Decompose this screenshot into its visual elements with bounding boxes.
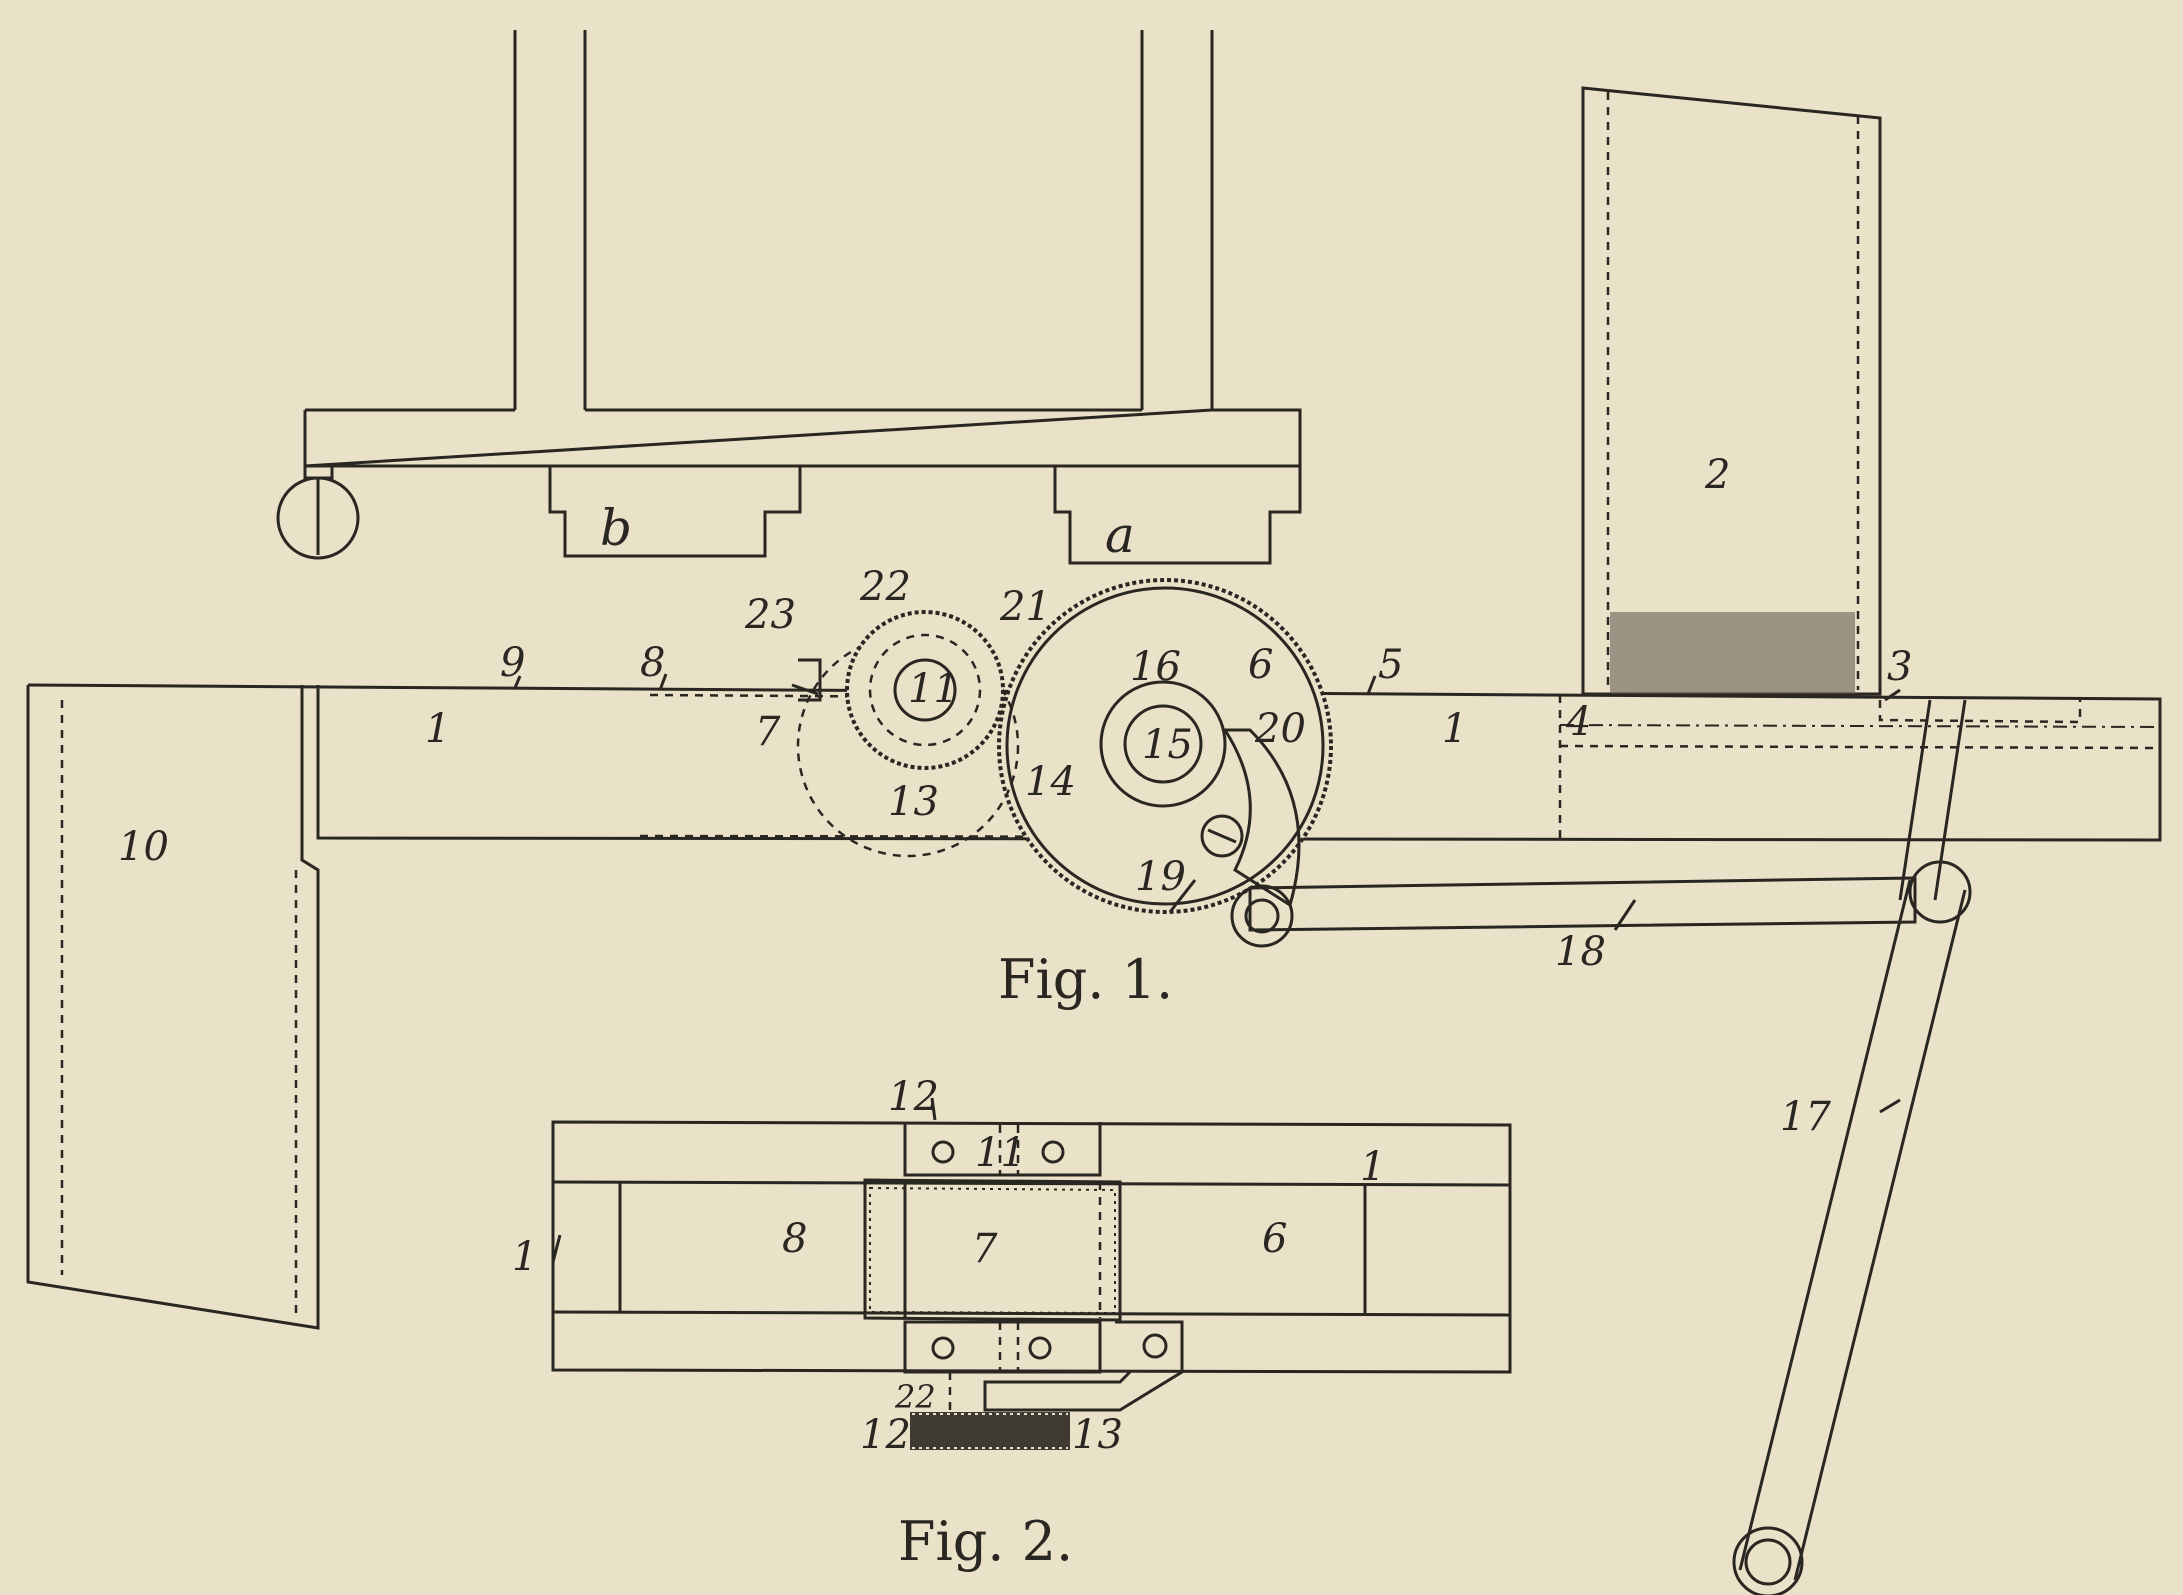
figure-1: 1 1 2 3 4 5 6 7 8 9 10 11 13 14 15 16 17… bbox=[26, 30, 2162, 1595]
label-11: 11 bbox=[908, 666, 959, 712]
figure-2: 1 1 6 7 8 11 12 12 13 22 Fig. 2. bbox=[512, 1074, 1512, 1573]
fig2-label-11: 11 bbox=[975, 1130, 1026, 1176]
label-20: 20 bbox=[1254, 706, 1306, 752]
label-2: 2 bbox=[1704, 452, 1730, 498]
label-17: 17 bbox=[1780, 1094, 1831, 1140]
fig2-label-22: 22 bbox=[894, 1378, 936, 1416]
gear-13 bbox=[796, 610, 1020, 858]
caption-fig-1: Fig. 1. bbox=[998, 948, 1173, 1011]
fig2-label-13: 13 bbox=[1072, 1412, 1123, 1458]
gear-14 bbox=[997, 578, 1333, 914]
label-15: 15 bbox=[1142, 722, 1193, 768]
hopper-grain bbox=[1610, 612, 1855, 694]
fig2-label-12-bottom: 12 bbox=[860, 1412, 911, 1458]
hopper bbox=[1581, 86, 1882, 696]
label-3: 3 bbox=[1887, 644, 1912, 690]
fig2-label-8: 8 bbox=[782, 1216, 807, 1262]
fig2-label-6: 6 bbox=[1262, 1216, 1287, 1262]
link-18 bbox=[1230, 876, 1917, 948]
left-leg bbox=[26, 685, 320, 1330]
label-21: 21 bbox=[999, 584, 1051, 630]
label-10: 10 bbox=[118, 824, 169, 870]
label-14: 14 bbox=[1025, 759, 1076, 805]
label-19: 19 bbox=[1135, 854, 1186, 900]
caption-fig-2: Fig. 2. bbox=[898, 1510, 1073, 1573]
label-18: 18 bbox=[1555, 929, 1606, 975]
label-13: 13 bbox=[888, 779, 939, 825]
main-beam bbox=[26, 683, 2162, 842]
fig2-label-1-right: 1 bbox=[1360, 1144, 1385, 1190]
label-6: 6 bbox=[1248, 642, 1273, 688]
label-5: 5 bbox=[1378, 642, 1403, 688]
label-7: 7 bbox=[755, 709, 781, 755]
fig2-label-7: 7 bbox=[972, 1226, 998, 1272]
label-9: 9 bbox=[500, 640, 525, 686]
fig2-label-12-top: 12 bbox=[888, 1074, 939, 1120]
label-8: 8 bbox=[640, 640, 665, 686]
label-a: a bbox=[1105, 506, 1135, 564]
overhead-carriage bbox=[276, 30, 1302, 565]
label-b: b bbox=[600, 499, 632, 557]
label-23: 23 bbox=[744, 592, 796, 638]
label-1-right: 1 bbox=[1442, 706, 1467, 752]
fig2-label-1-left: 1 bbox=[512, 1234, 537, 1280]
label-22: 22 bbox=[859, 564, 911, 610]
lever-17 bbox=[1732, 699, 1972, 1595]
gear-strip bbox=[910, 1412, 1070, 1450]
label-1-left: 1 bbox=[425, 706, 450, 752]
label-4: 4 bbox=[1565, 699, 1591, 745]
label-16: 16 bbox=[1130, 644, 1181, 690]
